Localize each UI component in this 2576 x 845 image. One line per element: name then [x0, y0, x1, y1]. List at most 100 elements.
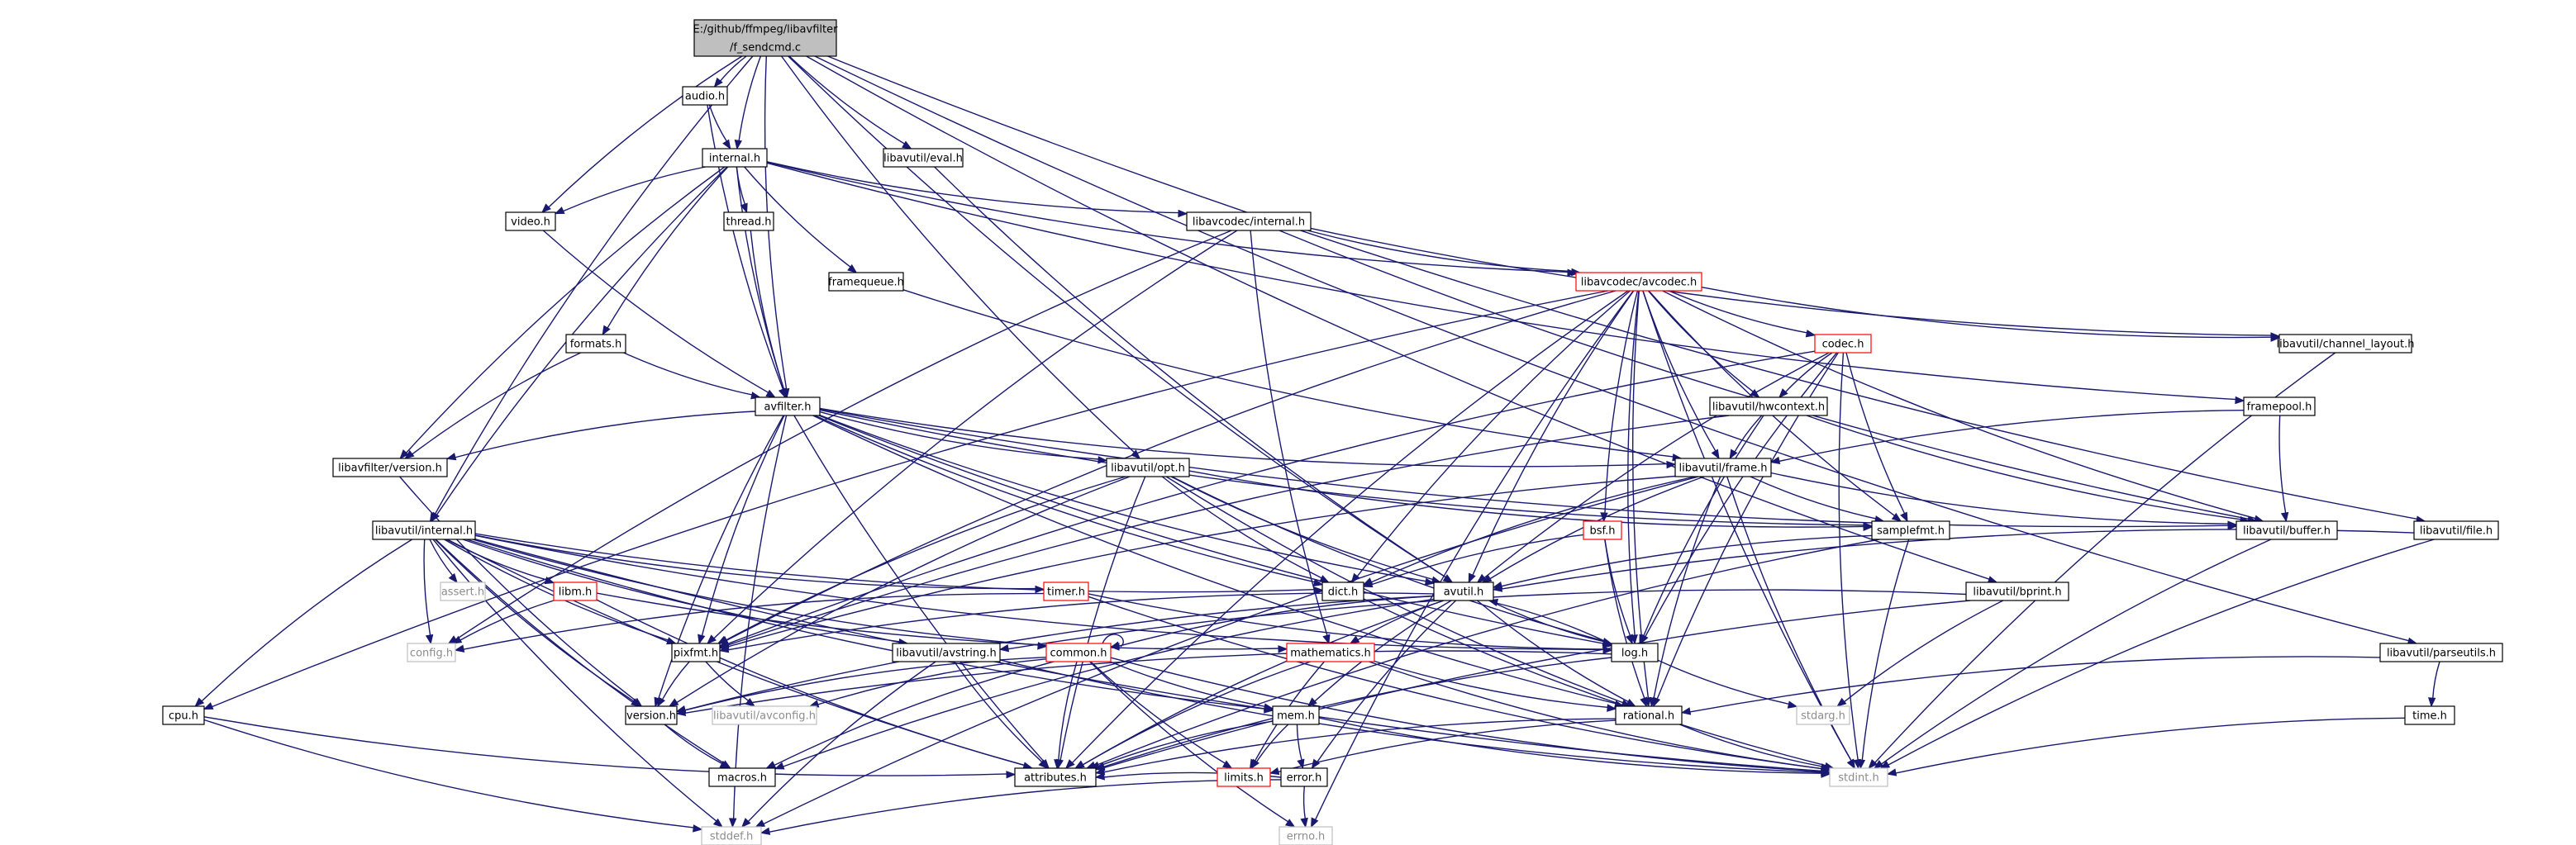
node-timeh[interactable]: time.h: [2404, 705, 2455, 725]
node-assert: assert.h: [440, 582, 486, 601]
node-limits[interactable]: limits.h: [1217, 767, 1271, 787]
edge-avfilter-to-frame: [819, 407, 1677, 469]
node-fileh[interactable]: libavutil/file.h: [2413, 520, 2499, 540]
edge-frame-to-samplefmt: [1750, 476, 1885, 524]
node-attributes[interactable]: attributes.h: [1014, 767, 1097, 787]
edge-parseutils-to-timeh: [2427, 661, 2440, 708]
node-codec[interactable]: codec.h: [1814, 334, 1872, 354]
edge-logh-to-stdarg: [1657, 659, 1798, 709]
edge-root-to-bprint: [806, 55, 1998, 584]
node-mathematics[interactable]: mathematics.h: [1286, 643, 1375, 662]
edge-parseutils-to-rational: [1680, 656, 2381, 715]
node-label: dict.h: [1328, 586, 1358, 599]
node-rational[interactable]: rational.h: [1615, 705, 1683, 725]
node-video[interactable]: video.h: [505, 211, 556, 231]
node-avutil[interactable]: avutil.h: [1433, 582, 1494, 601]
node-root[interactable]: E:/github/ffmpeg/libavfilter/f_sendcmd.c: [693, 19, 839, 57]
node-parseutils[interactable]: libavutil/parseutils.h: [2379, 643, 2503, 662]
node-thread[interactable]: thread.h: [723, 211, 774, 231]
node-evalh[interactable]: libavutil/eval.h: [883, 148, 964, 168]
node-box: [671, 643, 721, 662]
edge-avfilter-to-pixfmt: [698, 415, 785, 645]
node-lavcint[interactable]: libavcodec/internal.h: [1186, 211, 1312, 231]
node-stddef: stddef.h: [701, 826, 762, 845]
node-label: video.h: [511, 216, 550, 229]
node-box: [2243, 396, 2316, 416]
node-formats[interactable]: formats.h: [565, 334, 626, 354]
edge-internal-to-video: [554, 166, 706, 215]
edge-codec-to-samplefmt: [1845, 352, 1908, 523]
edge-codec-to-avutil: [1476, 352, 1830, 583]
node-avstring[interactable]: libavutil/avstring.h: [892, 643, 1001, 662]
edge-framepool-to-buffer: [2278, 415, 2289, 523]
node-lauint[interactable]: libavutil/internal.h: [372, 520, 476, 540]
node-box: [1014, 767, 1097, 787]
edge-hwcontext-to-logh: [1639, 415, 1764, 645]
node-common[interactable]: common.h: [1045, 643, 1112, 662]
node-timer[interactable]: timer.h: [1043, 582, 1089, 601]
edge-root-to-internal: [734, 55, 762, 150]
node-hwcontext[interactable]: libavutil/hwcontext.h: [1709, 396, 1828, 416]
node-errno: errno.h: [1278, 826, 1333, 845]
node-buffer[interactable]: libavutil/buffer.h: [2236, 520, 2338, 540]
node-label: libm.h: [559, 586, 593, 599]
node-frame[interactable]: libavutil/frame.h: [1674, 458, 1772, 477]
node-dict[interactable]: dict.h: [1321, 582, 1364, 601]
node-mem[interactable]: mem.h: [1272, 705, 1320, 725]
node-box: [553, 582, 598, 601]
node-avcodec[interactable]: libavcodec/avcodec.h: [1575, 272, 1702, 292]
node-libm[interactable]: libm.h: [553, 582, 598, 601]
node-avfilter[interactable]: avfilter.h: [755, 396, 821, 416]
edge-avutil-to-macros: [774, 598, 1435, 770]
edge-common-to-common: [1102, 634, 1124, 651]
edge-libm-to-config: [451, 600, 555, 644]
node-error[interactable]: error.h: [1280, 767, 1328, 787]
node-label: time.h: [2412, 710, 2447, 723]
node-label: libavcodec/avcodec.h: [1581, 277, 1697, 289]
node-framequeue[interactable]: framequeue.h: [828, 272, 904, 292]
edge-opt-to-samplefmt: [1188, 470, 1874, 532]
node-label: timer.h: [1047, 586, 1085, 599]
edge-cpu-to-attributes: [203, 716, 1017, 779]
node-macros[interactable]: macros.h: [708, 767, 776, 787]
node-label: libavutil/buffer.h: [2243, 525, 2331, 538]
node-bsf[interactable]: bsf.h: [1583, 520, 1622, 540]
node-label: thread.h: [726, 216, 772, 229]
node-bprint[interactable]: libavutil/bprint.h: [1965, 582, 2069, 601]
node-box: [712, 705, 817, 725]
node-label: internal.h: [709, 153, 760, 165]
node-samplefmt[interactable]: samplefmt.h: [1871, 520, 1950, 540]
node-version[interactable]: version.h: [625, 705, 678, 725]
edge-lafversion-to-version: [399, 476, 643, 707]
node-box: [440, 582, 486, 601]
edge-logh-to-version: [675, 650, 1612, 716]
edge-frame-to-buffer: [1770, 472, 2238, 529]
edge-rational-to-limits: [1269, 719, 1617, 776]
edge-frame-to-stddef: [755, 476, 1699, 828]
dependency-edges: [194, 55, 2440, 835]
node-lafversion[interactable]: libavfilter/version.h: [332, 458, 448, 477]
node-stdint: stdint.h: [1829, 767, 1888, 787]
node-internal[interactable]: internal.h: [702, 148, 768, 168]
node-chlayout[interactable]: libavutil/channel_layout.h: [2277, 334, 2415, 354]
node-cpu[interactable]: cpu.h: [162, 705, 205, 725]
node-config: config.h: [407, 643, 456, 662]
node-label: limits.h: [1224, 772, 1264, 785]
node-logh[interactable]: log.h: [1611, 643, 1659, 662]
edge-lauint-to-assert: [429, 539, 458, 584]
edge-root-to-avutil: [788, 55, 1454, 583]
node-audio[interactable]: audio.h: [682, 86, 728, 106]
edge-mem-to-stdint: [1318, 717, 1831, 778]
node-label: libavutil/bprint.h: [1973, 586, 2061, 599]
node-framepool[interactable]: framepool.h: [2243, 396, 2316, 416]
node-pixfmt[interactable]: pixfmt.h: [671, 643, 721, 662]
node-box: [162, 705, 205, 725]
node-label: config.h: [410, 648, 453, 660]
edge-avcodec-to-codec: [1668, 290, 1817, 338]
node-opt[interactable]: libavutil/opt.h: [1106, 458, 1190, 477]
node-label: libavutil/file.h: [2420, 525, 2493, 538]
node-avconfig: libavutil/avconfig.h: [712, 705, 817, 725]
node-label: libavutil/frame.h: [1679, 463, 1768, 475]
edge-avcodec-to-chlayout: [1701, 287, 2281, 342]
edge-bsf-to-dict: [1362, 534, 1584, 588]
